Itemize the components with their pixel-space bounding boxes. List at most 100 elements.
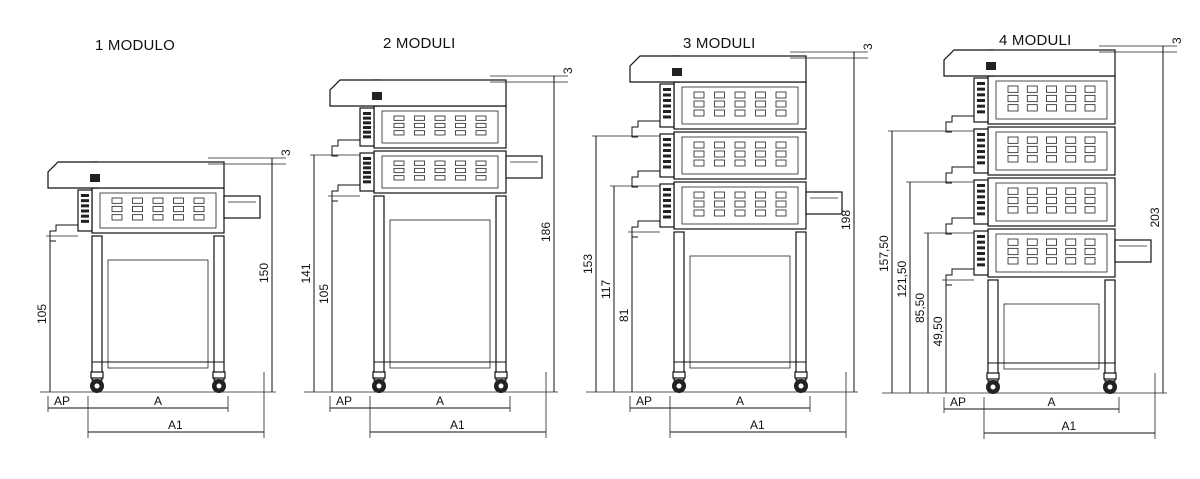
deck-panel bbox=[681, 186, 799, 225]
side-bracket bbox=[331, 139, 360, 157]
vent-slot bbox=[414, 175, 425, 181]
vent-slot bbox=[714, 141, 725, 149]
caster-hub bbox=[216, 383, 222, 389]
vent-slot bbox=[455, 130, 466, 136]
oven-deck-module bbox=[631, 181, 807, 238]
vent-slot bbox=[1084, 187, 1096, 195]
vent-slot bbox=[755, 141, 766, 149]
vent-slot bbox=[775, 100, 787, 108]
side-bracket bbox=[631, 120, 660, 138]
vent-slot bbox=[714, 209, 725, 217]
vent-slot bbox=[475, 167, 487, 174]
deck-panel bbox=[99, 192, 217, 229]
total-height-label: 186 bbox=[539, 222, 553, 242]
stand-cabinet bbox=[107, 259, 209, 369]
vent-slot bbox=[755, 159, 766, 167]
vent-slot bbox=[693, 191, 705, 199]
control-indicator bbox=[977, 150, 985, 153]
control-indicator bbox=[977, 263, 985, 267]
vent-slot bbox=[1046, 85, 1057, 93]
control-indicator bbox=[977, 99, 985, 102]
vent-slot bbox=[1065, 187, 1077, 195]
control-indicator bbox=[977, 195, 985, 199]
stand-leg-left bbox=[987, 279, 999, 382]
vent-slot bbox=[1046, 257, 1057, 265]
top-gap-label: 3 bbox=[561, 67, 575, 74]
oven-hood bbox=[673, 55, 807, 83]
vent-slot bbox=[1007, 238, 1019, 246]
vent-slot bbox=[434, 115, 446, 121]
shelf-height-label: 117 bbox=[599, 280, 613, 299]
vent-slot bbox=[755, 200, 766, 208]
side-bracket bbox=[945, 268, 974, 286]
deck-body bbox=[673, 131, 807, 180]
vent-slot bbox=[1046, 206, 1057, 214]
control-indicator bbox=[977, 110, 985, 114]
vent-slot bbox=[1026, 94, 1038, 103]
vent-slot bbox=[775, 191, 787, 199]
vent-slot bbox=[1065, 136, 1077, 144]
module-title: 4 MODULI bbox=[999, 32, 1071, 49]
shelf-height-label: 153 bbox=[581, 254, 595, 274]
vent-slot bbox=[434, 175, 446, 181]
control-indicator bbox=[663, 104, 671, 108]
vent-slot bbox=[693, 159, 705, 167]
control-indicator bbox=[363, 112, 371, 115]
vent-slot bbox=[734, 100, 746, 108]
caster-mount bbox=[90, 371, 104, 379]
oven-hood bbox=[373, 79, 507, 107]
vent-slot bbox=[693, 200, 705, 208]
shelf-height-label: 141 bbox=[299, 263, 313, 283]
caster-mount bbox=[494, 371, 508, 379]
oven-deck-module bbox=[945, 177, 1116, 235]
vent-slot bbox=[755, 150, 766, 158]
vent-slot bbox=[714, 191, 725, 199]
caster-mount bbox=[794, 371, 808, 379]
deck-panel bbox=[381, 155, 499, 189]
vent-slot bbox=[1007, 155, 1019, 163]
flue-duct bbox=[943, 49, 994, 77]
control-indicator bbox=[663, 143, 671, 147]
vent-slot bbox=[1065, 85, 1077, 93]
control-indicator bbox=[977, 138, 985, 142]
deck-body bbox=[91, 187, 225, 234]
oven-deck-module bbox=[49, 187, 225, 242]
ap-label: AP bbox=[950, 395, 966, 409]
vent-slot bbox=[111, 205, 123, 213]
stand-leg-right bbox=[795, 231, 807, 381]
vent-slot bbox=[1046, 238, 1057, 246]
vent-slot bbox=[1007, 94, 1019, 103]
deck-body bbox=[673, 81, 807, 130]
control-indicator bbox=[977, 206, 985, 210]
control-indicator bbox=[977, 246, 985, 250]
vent-slot bbox=[1046, 196, 1057, 205]
vent-slot bbox=[1046, 247, 1057, 256]
vent-slot bbox=[775, 109, 787, 117]
vent-slot bbox=[1026, 145, 1038, 154]
vent-slot bbox=[1084, 257, 1096, 265]
vent-slot bbox=[1084, 85, 1096, 93]
vent-slot bbox=[775, 200, 787, 208]
vent-slot bbox=[734, 159, 746, 167]
control-indicator bbox=[81, 214, 89, 218]
vent-slot bbox=[693, 150, 705, 158]
vent-slot bbox=[132, 205, 143, 213]
deck-body bbox=[987, 126, 1116, 176]
vent-slot bbox=[714, 91, 725, 99]
flue-label-plate bbox=[672, 68, 682, 76]
vent-slot bbox=[475, 175, 487, 181]
vent-slot bbox=[455, 115, 466, 121]
oven-hood bbox=[987, 49, 1116, 77]
top-gap-label: 3 bbox=[1170, 37, 1184, 44]
control-indicator bbox=[363, 135, 371, 139]
vent-slot bbox=[1084, 238, 1096, 246]
vent-slot bbox=[693, 100, 705, 108]
control-indicator bbox=[663, 138, 671, 141]
flue-duct bbox=[629, 55, 680, 83]
vent-slot bbox=[1026, 206, 1038, 214]
vent-slot bbox=[434, 167, 446, 174]
module-title: 2 MODULI bbox=[383, 35, 455, 52]
vent-slot bbox=[1065, 257, 1077, 265]
oven-deck-module bbox=[331, 105, 507, 157]
